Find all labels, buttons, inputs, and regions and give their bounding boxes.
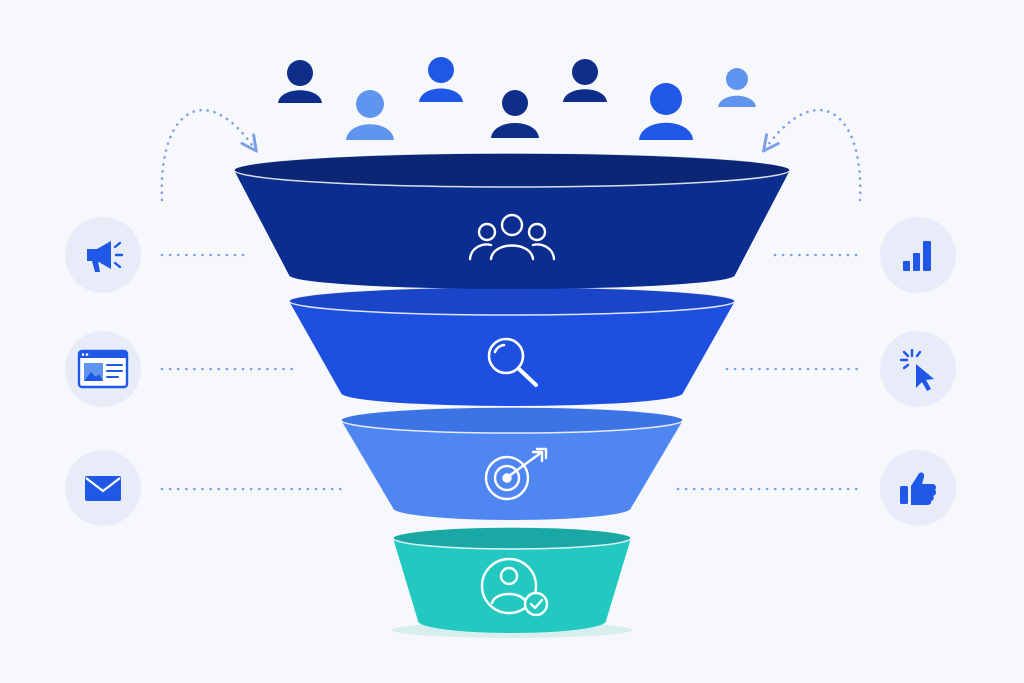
- target-icon: [484, 447, 548, 501]
- funnel-stage-2: [288, 286, 736, 406]
- envelope-icon: [65, 450, 141, 526]
- funnel: [233, 152, 791, 638]
- funnel-stage-3: [340, 406, 684, 520]
- person-icon: [278, 60, 322, 103]
- magnifier-icon: [487, 337, 538, 387]
- connector-lines: [160, 253, 864, 491]
- people-group-icon: [468, 213, 556, 261]
- right-curved-arrow: [768, 108, 862, 202]
- bar-chart-icon: [880, 217, 956, 293]
- left-curved-arrow: [160, 108, 252, 202]
- person-icon: [718, 68, 756, 107]
- person-icon: [491, 90, 539, 138]
- person-icon: [563, 59, 607, 102]
- person-icon: [419, 57, 463, 102]
- user-check-icon: [480, 557, 549, 617]
- person-icon: [639, 83, 693, 140]
- thumbs-up-icon: [880, 450, 956, 526]
- funnel-stage-4: [392, 526, 632, 633]
- megaphone-icon: [65, 217, 141, 293]
- funnel-stage-1: [233, 152, 791, 289]
- person-icon: [346, 90, 394, 140]
- webpage-icon: [65, 331, 141, 407]
- audience-people: [278, 57, 756, 140]
- cursor-click-icon: [880, 331, 956, 407]
